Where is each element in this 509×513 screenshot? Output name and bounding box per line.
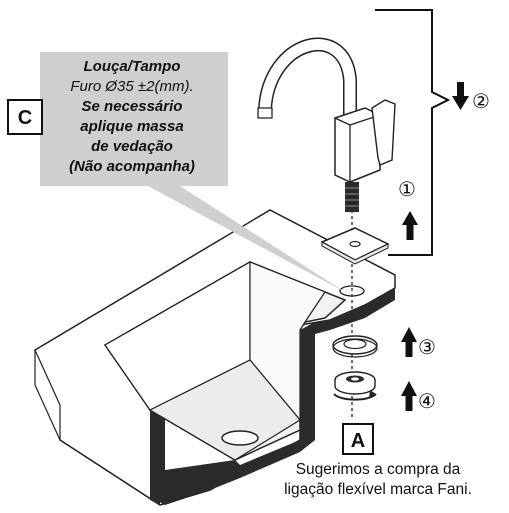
callout-line6: (Não acompanha): [69, 158, 195, 175]
step-1-label: ①: [398, 179, 416, 201]
callout-line5: de vedação: [91, 138, 173, 155]
callout-bubble: [40, 52, 345, 292]
faucet: [257, 37, 396, 212]
callout-line2: Furo Ø35 ±2(mm).: [70, 78, 193, 95]
step-2-label: ②: [472, 91, 490, 113]
washer: [332, 335, 378, 358]
a-label: A: [351, 430, 365, 452]
arrow-up-icon: [402, 211, 418, 240]
gasket-plate: [320, 227, 390, 265]
callout-line4: aplique massa: [80, 118, 183, 135]
c-label: C: [18, 107, 32, 129]
nut-a: [334, 371, 376, 395]
a-label-box: A: [342, 423, 374, 455]
step-3-label: ③: [418, 337, 436, 359]
bracket: [375, 9, 451, 256]
callout-line1: Louça/Tampo: [84, 58, 181, 75]
sink-basin: [34, 209, 396, 506]
rotate-arrow-icon: [333, 390, 377, 401]
c-label-box: C: [7, 99, 43, 135]
callout-line3: Se necessário: [82, 98, 183, 115]
arrow-up-icon: [401, 327, 417, 357]
recommendation-note: Sugerimos a compra da ligação flexível m…: [248, 460, 508, 500]
arrow-up-icon: [401, 381, 417, 411]
note-line2: ligação flexível marca Fani.: [284, 481, 472, 498]
arrow-down-icon: [452, 82, 469, 110]
step-4-label: ④: [418, 391, 436, 413]
note-line1: Sugerimos a compra da: [295, 461, 461, 478]
